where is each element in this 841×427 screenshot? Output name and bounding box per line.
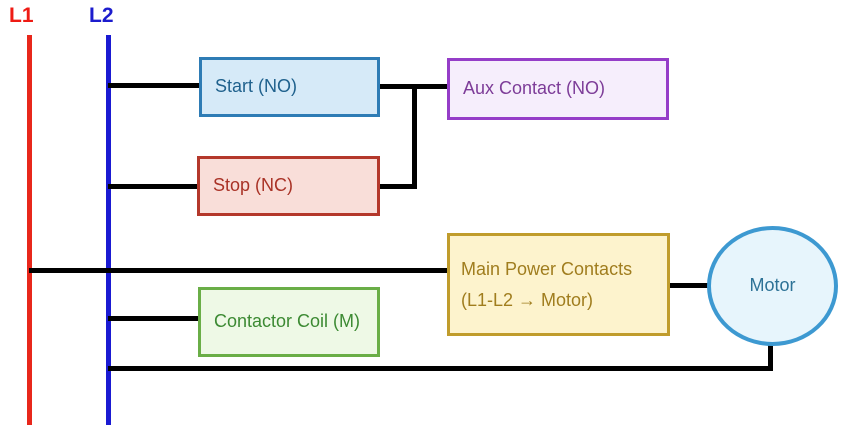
wire-motor-down: [768, 344, 773, 371]
wire-l1-to-main-contacts: [29, 268, 449, 273]
main-contacts-label-line2: (L1-L2 → Motor): [461, 289, 594, 310]
rail-label-l2: L2: [89, 4, 114, 27]
wire-main-to-motor: [668, 283, 713, 288]
wire-l2-to-stop: [108, 184, 201, 189]
motor-label: Motor: [749, 275, 796, 296]
rail-line-l2: [106, 35, 111, 425]
contactor-coil-label: Contactor Coil (M): [214, 311, 361, 332]
wire-bottom-return: [108, 366, 773, 371]
main-contacts-label-line1: Main Power Contacts: [461, 258, 633, 279]
wire-l2-to-coil: [108, 316, 200, 321]
component-main-power-contacts: Main Power Contacts (L1-L2 → Motor): [447, 233, 670, 336]
component-stop-label: Stop (NC): [213, 175, 294, 196]
component-aux-contact-no: Aux Contact (NO): [447, 58, 669, 120]
component-motor: Motor: [707, 226, 838, 346]
component-start-no: Start (NO): [199, 57, 380, 117]
rail-line-l1: [27, 35, 32, 425]
wire-junction-vertical: [412, 84, 417, 189]
wire-l2-to-start: [108, 83, 201, 88]
component-aux-label: Aux Contact (NO): [463, 78, 606, 99]
component-stop-nc: Stop (NC): [197, 156, 380, 216]
component-contactor-coil: Contactor Coil (M): [198, 287, 380, 357]
component-start-label: Start (NO): [215, 76, 298, 97]
wire-stop-to-junction: [378, 184, 417, 189]
rail-label-l1: L1: [9, 4, 34, 27]
